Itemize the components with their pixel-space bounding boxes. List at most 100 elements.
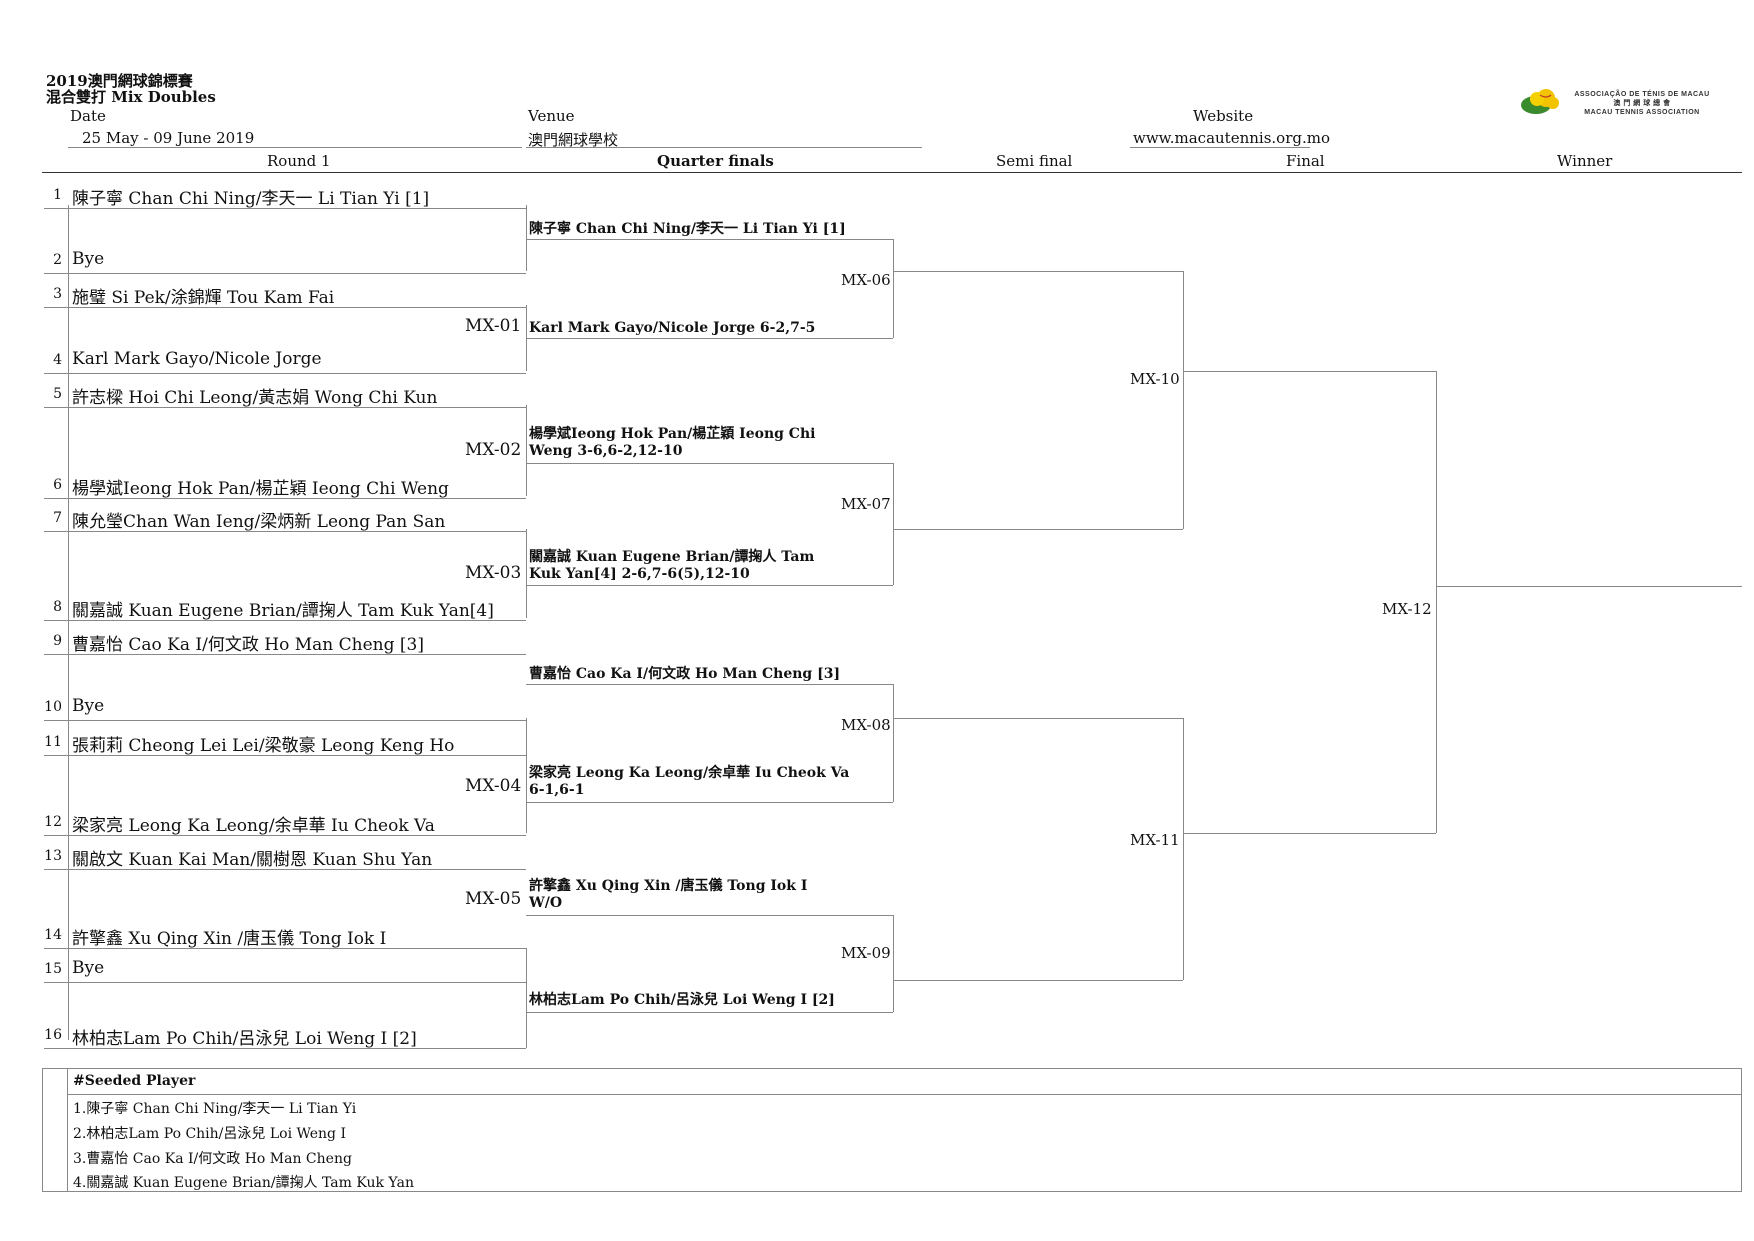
player-name: 許志樑 Hoi Chi Leong/黃志娟 Wong Chi Kun <box>72 388 438 408</box>
player-underline <box>44 498 526 499</box>
bracket-line <box>526 239 893 240</box>
player-name: 陳允瑩Chan Wan Ieng/梁炳新 Leong Pan San <box>72 512 446 532</box>
draw-position: 10 <box>44 699 62 715</box>
player-underline <box>44 755 526 756</box>
bracket-line <box>526 405 527 496</box>
qf-entry: 許擎鑫 Xu Qing Xin /唐玉儀 Tong Iok I W/O <box>529 878 808 911</box>
venue-label: Venue <box>528 107 575 125</box>
draw-position: 4 <box>53 352 62 368</box>
draw-position: 13 <box>44 848 62 864</box>
bracket-line <box>526 684 893 685</box>
player-underline <box>44 1048 526 1049</box>
match-label: MX-02 <box>465 440 522 460</box>
player-name: 關嘉誠 Kuan Eugene Brian/譚掬人 Tam Kuk Yan[4] <box>72 601 494 621</box>
association-name: ASSOCIAÇÃO DE TÉNIS DE MACAU 澳 門 網 球 總 會… <box>1572 90 1712 117</box>
draw-position: 5 <box>53 386 62 402</box>
bracket-line <box>526 802 893 803</box>
player-name: 張莉莉 Cheong Lei Lei/梁敬豪 Leong Keng Ho <box>72 736 455 756</box>
bracket-line <box>1183 833 1436 834</box>
match-label: MX-04 <box>465 776 522 796</box>
logo-line2: 澳 門 網 球 總 會 <box>1613 100 1671 107</box>
match-label: MX-06 <box>841 271 891 289</box>
match-label: MX-08 <box>841 716 891 734</box>
qf-entry: 林柏志Lam Po Chih/呂泳兒 Loi Weng I [2] <box>529 992 835 1008</box>
bracket-line <box>893 463 894 585</box>
match-label: MX-09 <box>841 944 891 962</box>
player-underline <box>44 835 526 836</box>
player-name: 陳子寧 Chan Chi Ning/李天一 Li Tian Yi [1] <box>72 189 430 209</box>
draw-position: 8 <box>53 599 62 615</box>
seeded-players-box: #Seeded Player 1.陳子寧 Chan Chi Ning/李天一 L… <box>42 1068 1742 1192</box>
bracket-line <box>526 529 527 618</box>
player-name: Karl Mark Gayo/Nicole Jorge <box>72 349 322 369</box>
col-semi-final: Semi final <box>996 152 1073 170</box>
bracket-line <box>68 205 69 1040</box>
match-label: MX-03 <box>465 563 522 583</box>
col-winner: Winner <box>1557 152 1613 170</box>
event-title: 混合雙打 Mix Doubles <box>46 88 216 106</box>
player-underline <box>44 531 526 532</box>
match-label: MX-12 <box>1382 600 1432 618</box>
player-underline <box>44 982 526 983</box>
tournament-title: 2019澳門網球錦標賽 <box>46 72 193 90</box>
match-label: MX-10 <box>1130 370 1180 388</box>
qf-entry: 曹嘉怡 Cao Ka I/何文政 Ho Man Cheng [3] <box>529 666 841 682</box>
player-underline <box>44 208 526 209</box>
seeded-item: 1.陳子寧 Chan Chi Ning/李天一 Li Tian Yi <box>73 1101 357 1117</box>
player-underline <box>44 407 526 408</box>
player-name: 關啟文 Kuan Kai Man/關樹恩 Kuan Shu Yan <box>72 850 433 870</box>
draw-position: 3 <box>53 286 62 302</box>
bracket-line <box>1436 371 1437 833</box>
bracket-line <box>526 338 893 339</box>
player-name: 許擎鑫 Xu Qing Xin /唐玉儀 Tong Iok I <box>72 929 387 949</box>
bracket-line <box>526 948 527 1048</box>
player-name: Bye <box>72 696 105 716</box>
player-name: 楊學斌Ieong Hok Pan/楊芷穎 Ieong Chi Weng <box>72 479 449 499</box>
draw-position: 7 <box>53 510 62 526</box>
qf-entry: Karl Mark Gayo/Nicole Jorge 6-2,7-5 <box>529 320 816 336</box>
player-underline <box>44 720 526 721</box>
bracket-line <box>893 529 1183 530</box>
player-name: Bye <box>72 958 105 978</box>
match-label: MX-07 <box>841 495 891 513</box>
bracket-line <box>526 205 527 271</box>
bracket-line <box>1183 718 1184 980</box>
draw-position: 9 <box>53 633 62 649</box>
bracket-line <box>526 915 893 916</box>
player-name: Bye <box>72 249 105 269</box>
seeded-item: 3.曹嘉怡 Cao Ka I/何文政 Ho Man Cheng <box>73 1151 352 1167</box>
qf-entry: 梁家亮 Leong Ka Leong/余卓華 Iu Cheok Va 6-1,6… <box>529 765 850 798</box>
player-underline <box>44 948 526 949</box>
seeded-item: 2.林柏志Lam Po Chih/呂泳兒 Loi Weng I <box>73 1126 346 1142</box>
bracket-line <box>893 915 894 1012</box>
player-underline <box>44 869 526 870</box>
player-underline <box>44 307 526 308</box>
date-value: 25 May - 09 June 2019 <box>82 129 255 147</box>
logo-line3: MACAU TENNIS ASSOCIATION <box>1584 109 1700 116</box>
bracket-line <box>526 1012 893 1013</box>
qf-entry: 陳子寧 Chan Chi Ning/李天一 Li Tian Yi [1] <box>529 221 846 237</box>
bracket-line <box>526 585 893 586</box>
bracket-line <box>1183 271 1184 529</box>
col-quarter-finals: Quarter finals <box>657 152 774 170</box>
match-label: MX-11 <box>1130 831 1180 849</box>
bracket-line <box>893 239 894 338</box>
match-label: MX-05 <box>465 889 522 909</box>
qf-entry: 楊學斌Ieong Hok Pan/楊芷穎 Ieong Chi Weng 3-6,… <box>529 426 816 459</box>
bracket-line <box>1436 586 1742 587</box>
bracket-line <box>526 463 893 464</box>
player-underline <box>44 654 526 655</box>
bracket-line <box>1183 371 1436 372</box>
date-label: Date <box>70 107 106 125</box>
bracket-line <box>526 752 527 833</box>
venue-value: 澳門網球學校 <box>528 131 619 149</box>
bracket-line <box>893 718 1183 719</box>
bracket-line <box>893 980 1183 981</box>
bracket-line <box>893 684 894 802</box>
draw-position: 15 <box>44 961 62 977</box>
player-underline <box>44 620 526 621</box>
draw-position: 6 <box>53 477 62 493</box>
seeded-header: #Seeded Player <box>73 1073 196 1089</box>
seeded-item: 4.關嘉誠 Kuan Eugene Brian/譚掬人 Tam Kuk Yan <box>73 1175 414 1191</box>
website-value[interactable]: www.macautennis.org.mo <box>1133 129 1330 147</box>
